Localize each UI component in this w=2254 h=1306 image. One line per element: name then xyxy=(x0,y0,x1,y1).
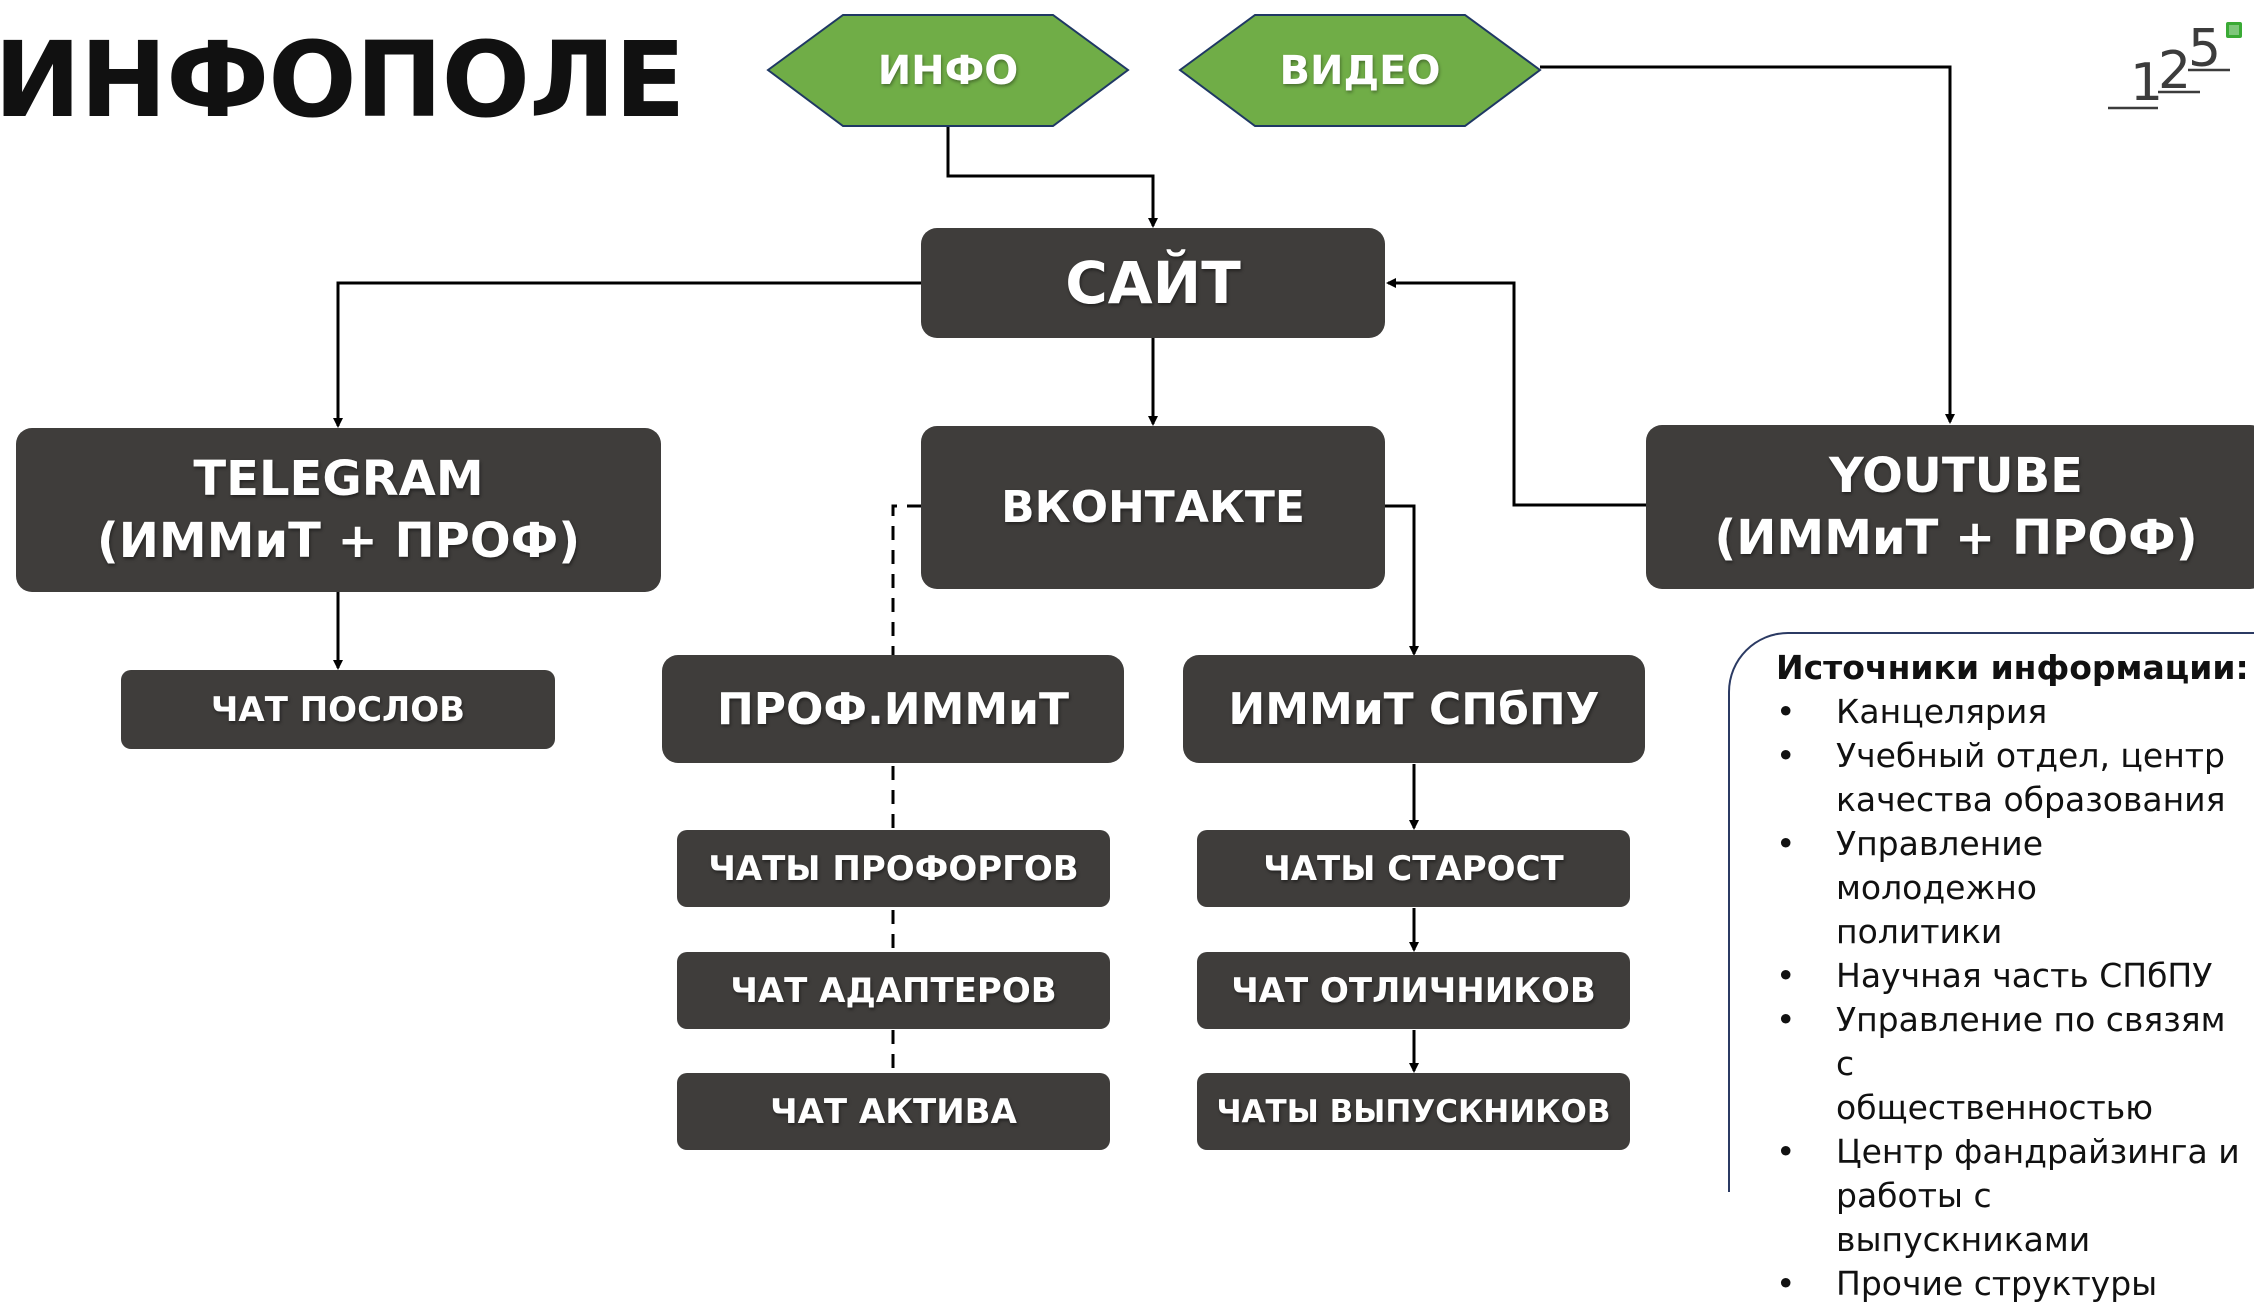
list-item: Центр фандрайзинга и работы с выпускника… xyxy=(1776,1130,2254,1262)
box-chaty-vypusknikov: ЧАТЫ ВЫПУСКНИКОВ xyxy=(1197,1073,1630,1150)
sources-title: Источники информации: xyxy=(1776,648,2249,687)
arrow-video-to-youtube xyxy=(1540,65,1955,424)
hex-video-shape xyxy=(1178,14,1542,127)
arrow-vkontakte-to-immit-spbpu xyxy=(1384,504,1419,656)
box-telegram: TELEGRAM (ИММиТ + ПРОФ) xyxy=(16,428,661,592)
youtube-label: YOUTUBE xyxy=(1829,448,2083,504)
list-item: Учебный отдел, центр качества образовани… xyxy=(1776,734,2254,822)
list-item: Управление по связям с общественностью xyxy=(1776,998,2254,1130)
list-item: Научная часть СПбПУ xyxy=(1776,954,2254,998)
hex-info-shape xyxy=(766,14,1130,127)
box-chat-poslov: ЧАТ ПОСЛОВ xyxy=(121,670,555,749)
dashed-line-vkontakte-to-prof-chats xyxy=(891,504,921,1072)
list-item: Прочие структуры xyxy=(1776,1262,2254,1306)
arrow-youtube-to-site xyxy=(1386,278,1646,507)
telegram-sublabel: (ИММиТ + ПРОФ) xyxy=(96,513,581,569)
box-immit-spbpu: ИММиТ СПбПУ xyxy=(1183,655,1645,763)
box-chaty-starost: ЧАТЫ СТАРОСТ xyxy=(1197,830,1630,907)
arrow-site-to-telegram xyxy=(333,281,921,428)
list-item: Управление молодежно политики xyxy=(1776,822,2254,954)
hex-video: ВИДЕО xyxy=(1279,47,1441,94)
box-prof-immit: ПРОФ.ИММиТ xyxy=(662,655,1124,763)
box-vkontakte: ВКОНТАКТЕ xyxy=(921,426,1385,589)
box-chat-otlichnikov: ЧАТ ОТЛИЧНИКОВ xyxy=(1197,952,1630,1029)
sources-panel xyxy=(1728,632,2254,1192)
arrow-info-to-site xyxy=(946,127,1158,228)
box-youtube: YOUTUBE (ИММиТ + ПРОФ) xyxy=(1646,425,2254,589)
sources-list: Канцелярия Учебный отдел, центр качества… xyxy=(1776,690,2254,1306)
box-chat-adapterov: ЧАТ АДАПТЕРОВ xyxy=(677,952,1110,1029)
list-item: Канцелярия xyxy=(1776,690,2254,734)
logo-digit-1: 1 xyxy=(2130,53,2163,113)
box-chat-aktiva: ЧАТ АКТИВА xyxy=(677,1073,1110,1150)
youtube-sublabel: (ИММиТ + ПРОФ) xyxy=(1714,510,2198,566)
spbpu-125-logo-icon: 1 2 5 xyxy=(2108,19,2242,113)
box-site: САЙТ xyxy=(921,228,1385,338)
connector-lines xyxy=(333,14,1955,1073)
page-title: ИНФОПОЛЕ xyxy=(0,19,685,141)
hex-info: ИНФО xyxy=(877,47,1019,94)
telegram-label: TELEGRAM xyxy=(193,451,484,507)
box-chaty-proforgov: ЧАТЫ ПРОФОРГОВ xyxy=(677,830,1110,907)
